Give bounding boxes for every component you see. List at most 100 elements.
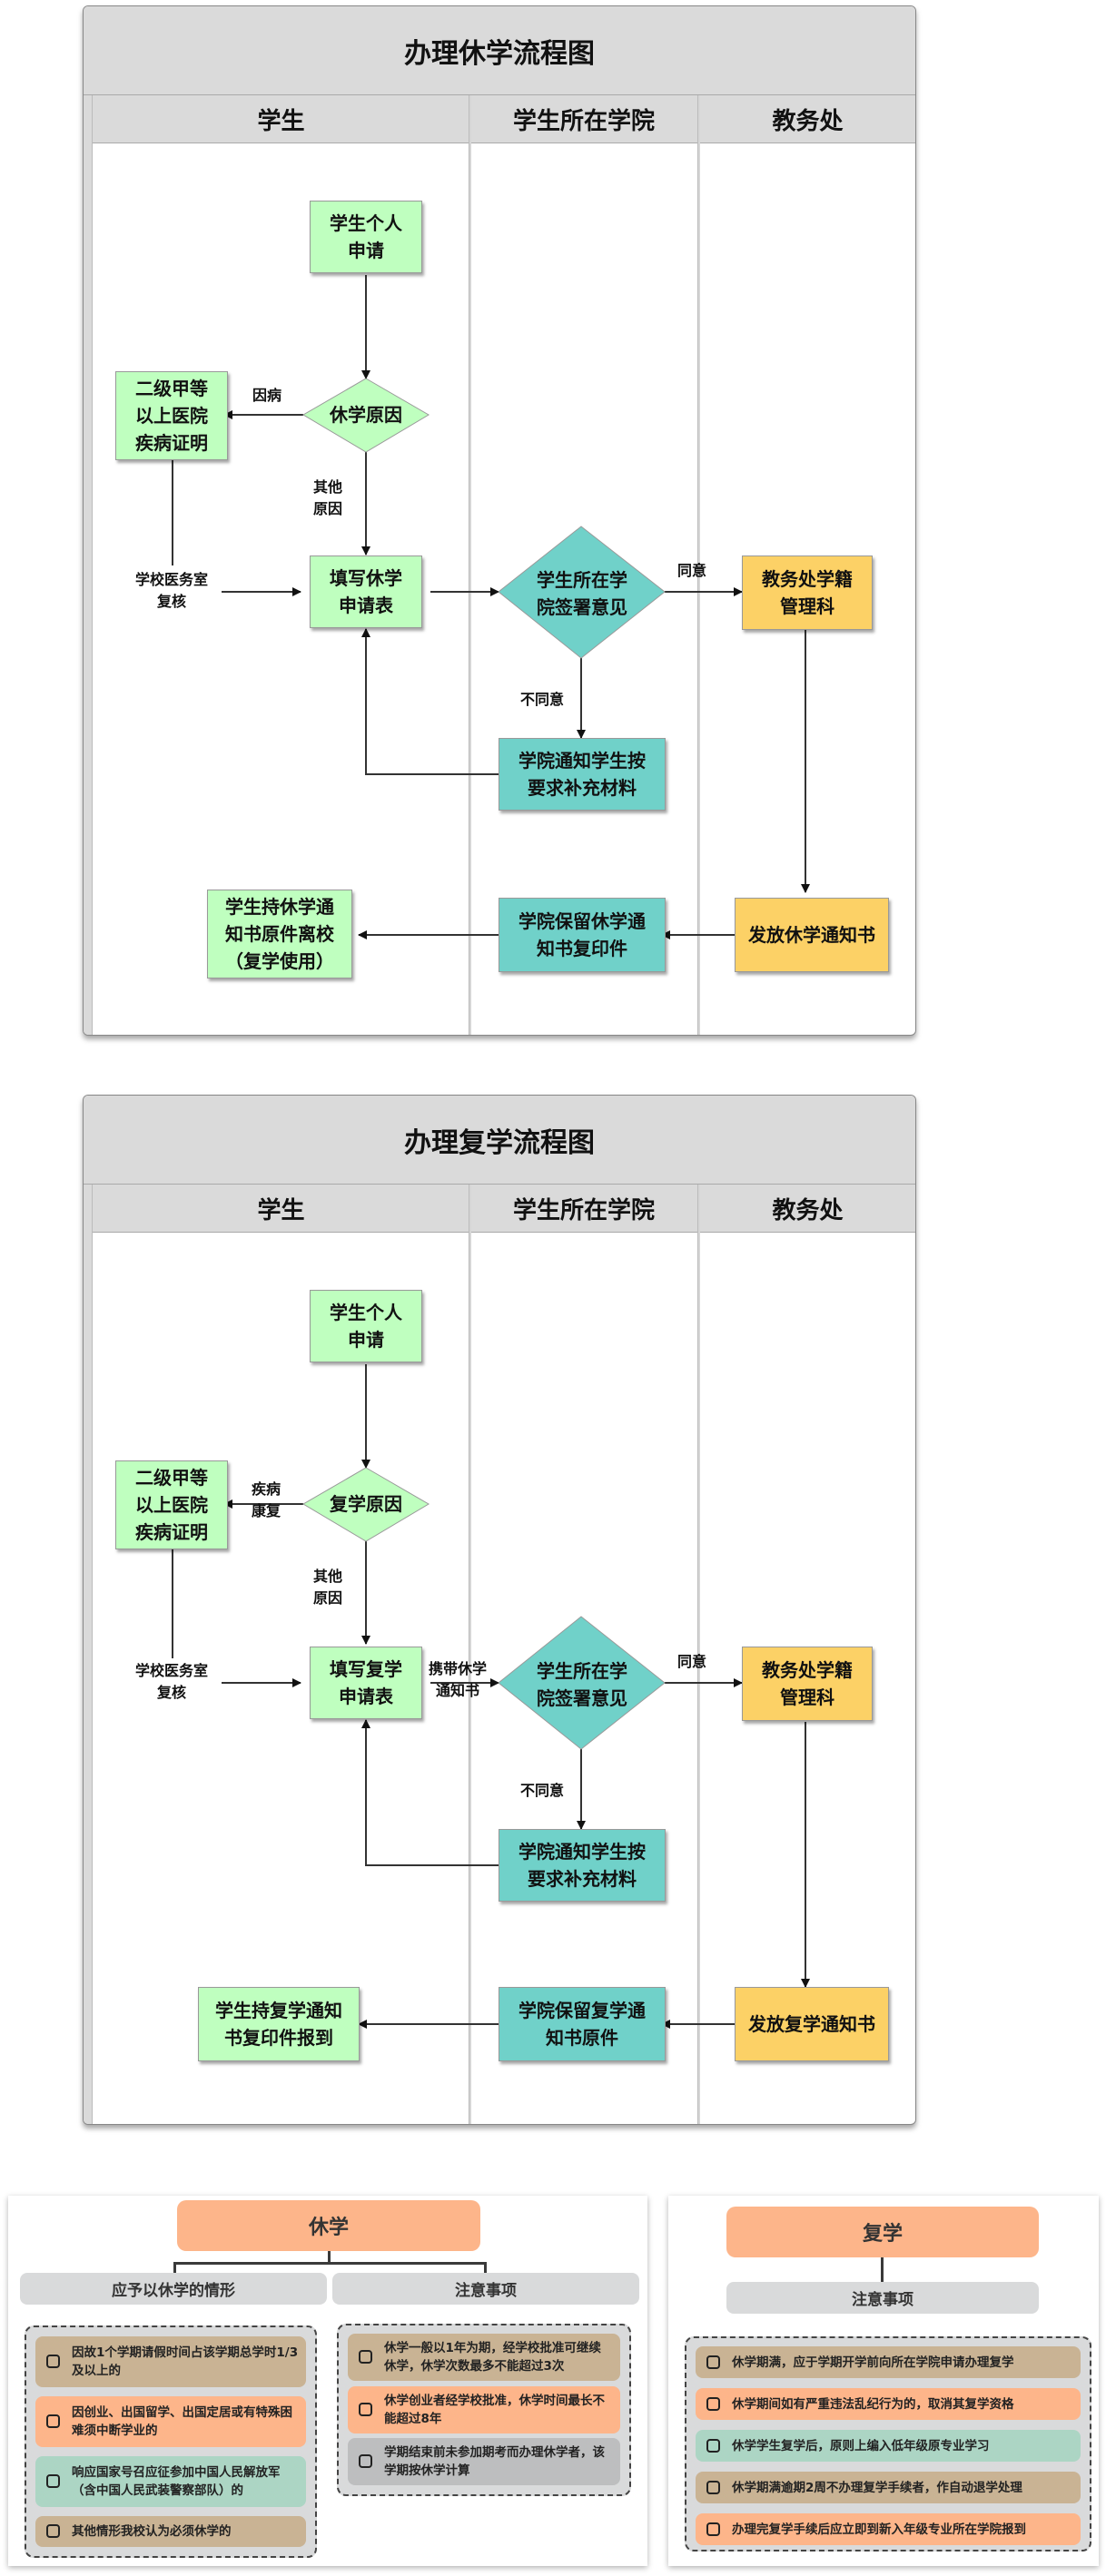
node-hospital-certificate[interactable]: 二级甲等 以上医院 疾病证明 [115, 1460, 228, 1549]
checkbox-icon[interactable] [359, 2454, 372, 2468]
list-item[interactable]: 休学期满，应于学期开学前向所在学院申请办理复学 [696, 2346, 1081, 2378]
checkbox-icon[interactable] [706, 2396, 720, 2411]
lane-header-college: 学生所在学院 [469, 1185, 698, 1233]
list-item[interactable]: 休学创业者经学校批准，休学时间最长不能超过8年 [348, 2386, 620, 2433]
checkbox-icon[interactable] [359, 2403, 372, 2416]
list-item-text: 休学期间如有严重违法乱纪行为的，取消其复学资格 [732, 2396, 1014, 2412]
decision-leave-reason[interactable]: 休学原因 [330, 404, 402, 426]
return-flowchart: 办理复学流程图 学生 学生所在学院 教务处 学生个人 申请 复学原因 [83, 1095, 916, 2125]
node-college-keeps-original[interactable]: 学院保留复学通 知书原件 [499, 1987, 666, 2061]
lane-divider [697, 95, 700, 1035]
checkbox-icon[interactable] [706, 2522, 720, 2536]
list-item[interactable]: 其他情形我校认为必须休学的 [35, 2516, 306, 2547]
return-notes-card: 复学 注意事项 休学期满，应于学期开学前向所在学院申请办理复学 休学期间如有严重… [668, 2196, 1099, 2566]
node-hospital-certificate[interactable]: 二级甲等 以上医院 疾病证明 [115, 371, 228, 460]
lane-strip [84, 1185, 93, 2124]
lane-divider [469, 1185, 471, 2124]
list-item[interactable]: 因故1个学期请假时间占该学期总学时1/3及以上的 [35, 2336, 306, 2387]
list-item[interactable]: 办理完复学手续后应立即到新入年级专业所在学院报到 [696, 2513, 1081, 2545]
lane-divider [469, 95, 471, 1035]
edge-label-agree: 同意 [676, 1653, 706, 1670]
checkbox-icon[interactable] [706, 2480, 720, 2494]
node-registry-office[interactable]: 教务处学籍 管理科 [742, 1647, 873, 1721]
node-issue-return-notice[interactable]: 发放复学通知书 [735, 1987, 889, 2061]
node-issue-leave-notice[interactable]: 发放休学通知书 [735, 898, 889, 972]
branch-connector [328, 2251, 331, 2264]
edge-label-disagree: 不同意 [519, 1782, 564, 1799]
list-item-text: 因故1个学期请假时间占该学期总学时1/3及以上的 [72, 2345, 299, 2378]
list-item-text: 因创业、出国留学、出国定居或有特殊困难须中断学业的 [72, 2405, 292, 2438]
node-registry-office[interactable]: 教务处学籍 管理科 [742, 556, 873, 630]
branch-connector [173, 2262, 176, 2273]
decision-return-reason[interactable]: 复学原因 [330, 1493, 402, 1515]
list-item[interactable]: 休学学生复学后，原则上编入低年级原专业学习 [696, 2430, 1081, 2462]
branch-connector [484, 2262, 487, 2273]
node-personal-application[interactable]: 学生个人 申请 [310, 1290, 422, 1362]
leave-flowchart: 办理休学流程图 学生 学生所在学院 教务处 [83, 5, 916, 1036]
return-flow-connectors [172, 1364, 810, 2029]
leave-situations-list: 因故1个学期请假时间占该学期总学时1/3及以上的 因创业、出国留学、出国定居或有… [25, 2325, 317, 2558]
lane-header-academic-affairs: 教务处 [698, 95, 915, 143]
checkbox-icon[interactable] [46, 2524, 60, 2538]
list-item-text: 休学一般以1年为期，经学校批准可继续休学，休学次数最多不能超过3次 [384, 2341, 601, 2374]
list-item[interactable]: 休学期满逾期2周不办理复学手续者，作自动退学处理 [696, 2472, 1081, 2503]
node-fill-leave-form[interactable]: 填写休学 申请表 [310, 556, 422, 628]
decision-college-review[interactable]: 学生所在学 院签署意见 [537, 569, 627, 618]
edge-label-other-reason: 其他 原因 [312, 1568, 342, 1607]
return-notes-list: 休学期满，应于学期开学前向所在学院申请办理复学 休学期间如有严重违法乱纪行为的，… [685, 2336, 1091, 2551]
edge-supplement-to-form [361, 628, 499, 775]
edge-label-clinic-review: 学校医务室 复核 [134, 1662, 208, 1701]
list-item-text: 休学期满，应于学期开学前向所在学院申请办理复学 [732, 2355, 1014, 2370]
branch-leave-situations[interactable]: 应予以休学的情形 [20, 2273, 327, 2305]
lane-divider [697, 1185, 700, 2124]
edge-label-illness: 因病 [252, 387, 281, 404]
checkbox-icon[interactable] [46, 2355, 60, 2368]
list-item[interactable]: 休学期间如有严重违法乱纪行为的，取消其复学资格 [696, 2388, 1081, 2420]
checkbox-icon[interactable] [359, 2350, 372, 2364]
checkbox-icon[interactable] [46, 2414, 60, 2428]
checkbox-icon[interactable] [706, 2355, 720, 2369]
leave-notes-list: 休学一般以1年为期，经学校批准可继续休学，休学次数最多不能超过3次 休学创业者经… [337, 2324, 631, 2496]
list-item-text: 休学期满逾期2周不办理复学手续者，作自动退学处理 [732, 2480, 1022, 2495]
list-item[interactable]: 响应国家号召应征参加中国人民解放军（含中国人民武装警察部队）的 [35, 2456, 306, 2507]
list-item[interactable]: 休学一般以1年为期，经学校批准可继续休学，休学次数最多不能超过3次 [348, 2334, 620, 2381]
node-student-leaves-school[interactable]: 学生持休学通 知书原件离校 （复学使用） [207, 890, 352, 978]
node-student-reports[interactable]: 学生持复学通知 书复印件报到 [198, 1987, 360, 2061]
node-supplement-materials[interactable]: 学院通知学生按 要求补充材料 [499, 738, 666, 811]
node-supplement-materials[interactable]: 学院通知学生按 要求补充材料 [499, 1829, 666, 1902]
edge-label-recovered: 疾病 康复 [251, 1480, 281, 1519]
return-flowchart-title: 办理复学流程图 [84, 1096, 915, 1185]
return-topic[interactable]: 复学 [726, 2207, 1039, 2257]
list-item-text: 学期结束前未参加期考而办理休学者，该学期按休学计算 [384, 2445, 605, 2478]
list-item-text: 其他情形我校认为必须休学的 [72, 2524, 232, 2539]
list-item-text: 响应国家号召应征参加中国人民解放军（含中国人民武装警察部队）的 [72, 2465, 281, 2498]
list-item[interactable]: 学期结束前未参加期考而办理休学者，该学期按休学计算 [348, 2438, 620, 2485]
leave-flowchart-title: 办理休学流程图 [84, 6, 915, 95]
edge-label-carry-notice: 携带休学 通知书 [428, 1660, 487, 1699]
leave-flow-connectors [172, 275, 810, 939]
node-fill-return-form[interactable]: 填写复学 申请表 [310, 1647, 422, 1719]
node-personal-application[interactable]: 学生个人 申请 [310, 201, 422, 273]
list-item-text: 休学创业者经学校批准，休学时间最长不能超过8年 [384, 2394, 605, 2426]
checkbox-icon[interactable] [46, 2474, 60, 2488]
edge-label-other-reason: 其他 原因 [312, 478, 342, 517]
lane-strip [84, 95, 93, 1035]
lane-header-academic-affairs: 教务处 [698, 1185, 915, 1233]
edge-label-clinic-review: 学校医务室 复核 [134, 571, 208, 610]
edge-label-agree: 同意 [676, 562, 706, 579]
checkbox-icon[interactable] [706, 2438, 720, 2453]
decision-college-review[interactable]: 学生所在学 院签署意见 [537, 1660, 627, 1709]
edge-supplement-to-form [361, 1719, 499, 1866]
lane-header-student: 学生 [93, 1185, 469, 1233]
leave-topic[interactable]: 休学 [177, 2200, 480, 2251]
list-item-text: 休学学生复学后，原则上编入低年级原专业学习 [732, 2438, 990, 2453]
node-college-keeps-copy[interactable]: 学院保留休学通 知书复印件 [499, 898, 666, 972]
list-item-text: 办理完复学手续后应立即到新入年级专业所在学院报到 [732, 2522, 1026, 2537]
branch-leave-notes[interactable]: 注意事项 [332, 2273, 639, 2305]
branch-connector [881, 2257, 884, 2282]
list-item[interactable]: 因创业、出国留学、出国定居或有特殊困难须中断学业的 [35, 2396, 306, 2447]
lane-header-student: 学生 [93, 95, 469, 143]
branch-return-notes[interactable]: 注意事项 [726, 2282, 1039, 2314]
edge-label-disagree: 不同意 [519, 691, 564, 708]
lane-header-college: 学生所在学院 [469, 95, 698, 143]
